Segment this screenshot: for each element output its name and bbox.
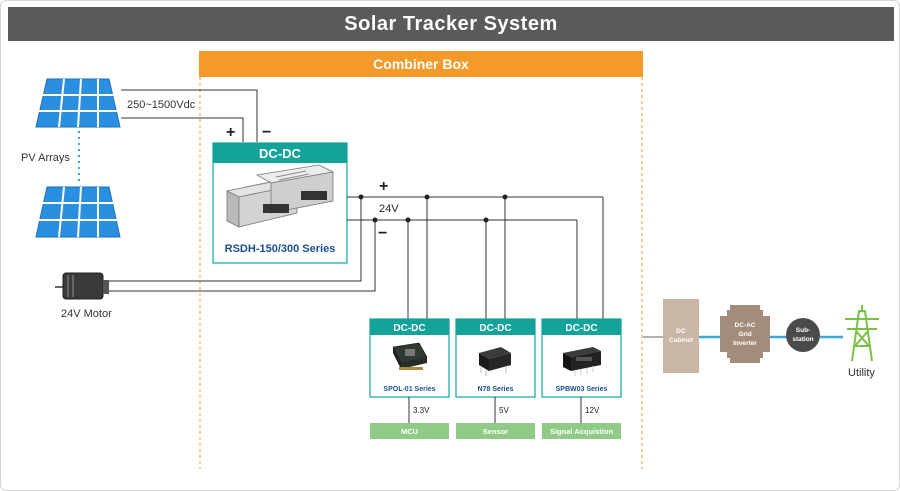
substation-label-line1: Sub- [796, 327, 810, 334]
output-voltage: 12V [585, 406, 600, 415]
dc-cabinet-label-line2: Cabinet [669, 337, 694, 344]
inverter-label-line1: DC-AC [735, 322, 756, 329]
inverter-label-line2: Grid [738, 331, 751, 338]
pv-arrays-label: PV Arrays [21, 152, 70, 164]
load-sensor: Sensor [456, 423, 535, 439]
dcdc-module-n78: DC-DC N78 Series [455, 318, 536, 398]
bus-plus-sign: + [379, 178, 388, 195]
load-label: Signal Acquistion [550, 427, 613, 436]
bus-voltage-label: 24V [379, 203, 399, 215]
solar-panel-icon [35, 186, 121, 238]
power-supply-icon [225, 164, 335, 228]
motor-label: 24V Motor [61, 308, 112, 320]
load-signal-acquisition: Signal Acquistion [542, 423, 621, 439]
bus-junction-dots [358, 194, 508, 223]
pv-voltage-label: 250~1500Vdc [127, 99, 196, 111]
module-output-wires [408, 397, 582, 423]
substation-label-line2: station [792, 336, 813, 343]
transmission-tower-icon [845, 305, 879, 362]
combiner-box-header [199, 51, 643, 77]
utility-label: Utility [848, 367, 875, 379]
dc-cabinet-box [663, 299, 699, 373]
pv-wires [121, 89, 258, 142]
module-header: DC-DC [393, 323, 425, 334]
pv-minus-sign: − [262, 124, 271, 141]
module-header: DC-DC [565, 323, 597, 334]
main-dcdc-header: DC-DC [259, 146, 301, 161]
solar-panel-icon [35, 78, 121, 128]
module-header: DC-DC [479, 323, 511, 334]
module-series: SPBW03 Series [556, 386, 608, 393]
pol-module-icon [392, 342, 428, 370]
load-label: MCU [401, 427, 418, 436]
output-voltage: 3.3V [413, 406, 430, 415]
module-series: N78 Series [478, 386, 514, 393]
bus-minus-sign: − [378, 225, 387, 242]
combiner-box-label: Combiner Box [373, 56, 469, 72]
main-dcdc-series: RSDH-150/300 Series [225, 243, 336, 255]
load-mcu: MCU [370, 423, 449, 439]
motor-icon [55, 272, 109, 300]
smd-module-icon [479, 347, 511, 376]
main-dcdc-module: DC-DC RSDH-150/300 Series [212, 142, 348, 264]
page-title: Solar Tracker System [8, 7, 894, 41]
dc-bus-wires [108, 196, 604, 319]
load-label: Sensor [483, 427, 509, 436]
output-voltage: 5V [499, 406, 509, 415]
inverter-box [720, 305, 770, 363]
dcdc-module-spbw03: DC-DC SPBW03 Series [541, 318, 622, 398]
pv-plus-sign: + [226, 124, 235, 141]
inverter-label-line3: Inverter [733, 340, 757, 347]
dc-cabinet-label-line1: DC [676, 328, 686, 335]
dcdc-module-spol: DC-DC SPOL-01 Series [369, 318, 450, 398]
dip-module-icon [563, 347, 601, 376]
substation-circle [786, 318, 820, 352]
module-series: SPOL-01 Series [383, 386, 435, 393]
